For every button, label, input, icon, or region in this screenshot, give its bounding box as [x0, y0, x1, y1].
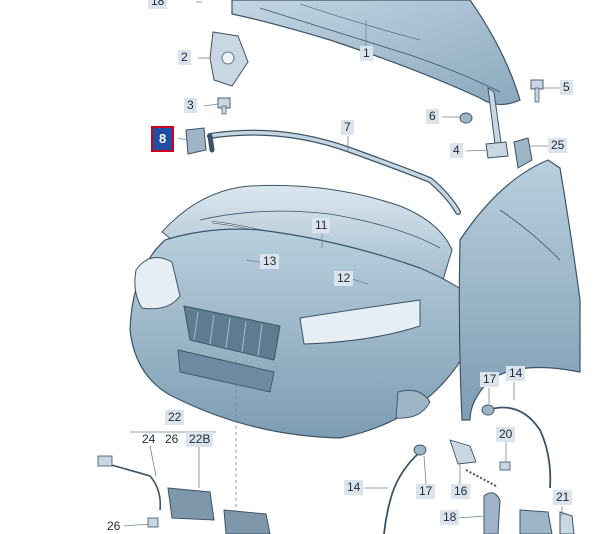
- callout-14-lower[interactable]: 14: [344, 480, 364, 495]
- callout-1[interactable]: 1: [360, 46, 373, 61]
- bolt-part-20: [499, 461, 511, 471]
- callout-21[interactable]: 21: [553, 490, 573, 505]
- callout-6[interactable]: 6: [426, 109, 439, 124]
- callout-2[interactable]: 2: [178, 50, 191, 65]
- callout-22b[interactable]: 22B: [186, 432, 214, 447]
- callout-8-selected[interactable]: 8: [151, 126, 175, 152]
- lock-assembly-part: [97, 455, 271, 534]
- callout-17-lower[interactable]: 17: [416, 484, 436, 499]
- callout-22[interactable]: 22: [165, 410, 185, 425]
- lever-part-18: [483, 492, 501, 534]
- callout-7[interactable]: 7: [341, 120, 354, 135]
- bolt-part-3: [217, 97, 231, 115]
- callout-4[interactable]: 4: [450, 143, 463, 158]
- callout-26-lower[interactable]: 26: [107, 519, 121, 533]
- callout-11[interactable]: 11: [312, 218, 331, 233]
- callout-14-top[interactable]: 14: [506, 366, 526, 381]
- callout-13[interactable]: 13: [260, 254, 280, 269]
- callout-16[interactable]: 16: [451, 484, 471, 499]
- clip-part-8: [185, 127, 207, 155]
- hood-part: [231, 0, 521, 106]
- callout-17-top[interactable]: 17: [480, 372, 500, 387]
- callout-26-upper[interactable]: 26: [165, 432, 179, 446]
- release-cable-part: [383, 404, 552, 534]
- seal-strip-part: [207, 129, 461, 215]
- hood-stay-part: [485, 86, 509, 159]
- nut-part-6: [459, 112, 473, 124]
- callout-5[interactable]: 5: [560, 80, 573, 95]
- hinge-part-25: [513, 137, 533, 169]
- callout-12[interactable]: 12: [334, 271, 354, 286]
- fender-part: [458, 159, 581, 421]
- lock-part-21: [519, 509, 575, 534]
- callout-25[interactable]: 25: [548, 138, 568, 153]
- callout-20[interactable]: 20: [496, 427, 516, 442]
- callout-3[interactable]: 3: [184, 98, 197, 113]
- bolt-part-5: [530, 79, 544, 103]
- callout-18-top[interactable]: 18: [148, 0, 168, 9]
- callout-18-lower[interactable]: 18: [440, 510, 460, 525]
- callout-24[interactable]: 24: [142, 432, 156, 446]
- bolt-part-26: [147, 517, 159, 528]
- spring-part-16: [449, 439, 497, 487]
- latch-bracket-part: [209, 31, 249, 87]
